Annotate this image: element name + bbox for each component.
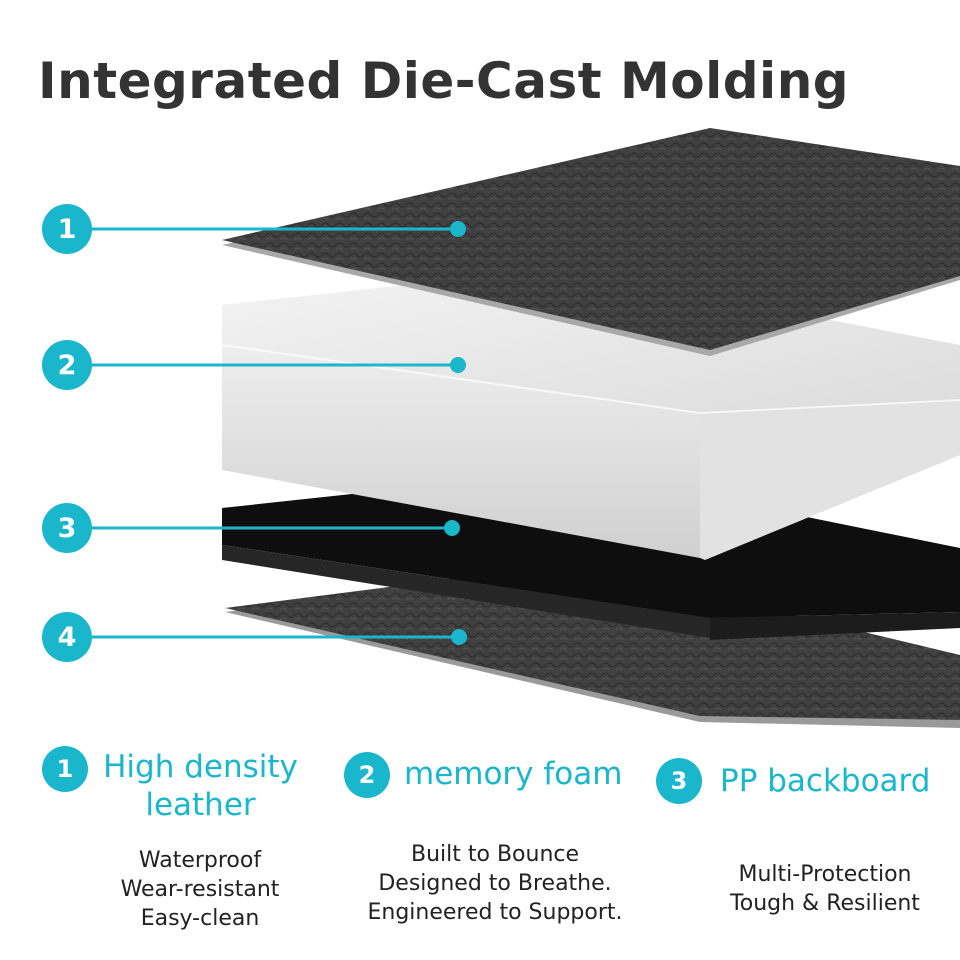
legend-title-2: memory foam xyxy=(404,756,623,792)
legend-desc-3: Multi-Protection Tough & Resilient xyxy=(730,862,920,916)
layer-connectors xyxy=(70,221,467,645)
connector-dot-1 xyxy=(450,221,466,237)
legend-desc-1: Waterproof Wear-resistant Easy-clean xyxy=(120,848,280,931)
top-leather-layer xyxy=(222,128,960,356)
bottom-leather-layer xyxy=(225,563,960,728)
legend-desc-2: Built to Bounce Designed to Breathe. Eng… xyxy=(367,842,623,925)
layer-marker-4: 4 xyxy=(42,612,92,662)
legend-title-3: PP backboard xyxy=(720,763,931,799)
layer-marker-2: 2 xyxy=(42,340,92,390)
layer-marker-3: 3 xyxy=(42,503,92,553)
legend-number-2: 2 xyxy=(344,752,390,798)
legend-number-1: 1 xyxy=(42,746,88,792)
memory-foam-layer xyxy=(221,268,960,560)
connector-dot-3 xyxy=(444,520,460,536)
legend-number-3: 3 xyxy=(656,758,702,804)
connector-dot-4 xyxy=(451,629,467,645)
layer-marker-1: 1 xyxy=(42,204,92,254)
legend-title-1: High density leather xyxy=(103,749,298,823)
connector-dot-2 xyxy=(450,357,466,373)
pp-backboard-layer xyxy=(222,470,960,640)
page-title: Integrated Die-Cast Molding xyxy=(38,52,850,110)
